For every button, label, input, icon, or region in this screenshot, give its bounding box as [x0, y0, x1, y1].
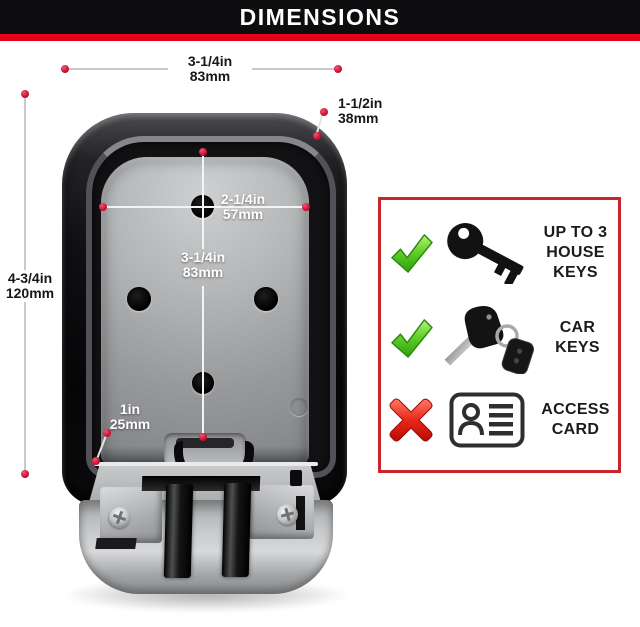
dim-dot — [21, 470, 29, 478]
header-accent-stripe — [0, 34, 640, 41]
capacity-panel: UP TO 3 HOUSE KEYS — [378, 197, 621, 473]
page-title: DIMENSIONS — [239, 3, 401, 30]
access-card-icon — [439, 392, 535, 448]
door-slot-right — [296, 496, 305, 530]
capacity-row-house-keys: UP TO 3 HOUSE KEYS — [383, 222, 616, 284]
mounting-hole-left — [127, 287, 151, 311]
car-key-icon — [439, 302, 539, 374]
capacity-row-car-keys: CAR KEYS — [383, 302, 616, 374]
header-bar: DIMENSIONS — [0, 0, 640, 34]
dim-dot — [199, 433, 207, 441]
dim-dot — [302, 203, 310, 211]
dim-dot — [99, 203, 107, 211]
dim-label-inner-height: 3-1/4in 83mm — [180, 249, 226, 280]
check-icon — [383, 232, 439, 274]
plate-emboss-detail — [290, 398, 308, 416]
dim-label-lip-depth: 1in 25mm — [109, 401, 151, 432]
dim-label-inner-width: 2-1/4in 57mm — [220, 191, 266, 222]
mounting-hole-right — [254, 287, 278, 311]
cross-icon — [383, 397, 439, 443]
dim-dot — [92, 457, 100, 465]
dim-label-outer-height: 4-3/4in 120mm — [0, 270, 60, 302]
capacity-label: ACCESS CARD — [541, 401, 610, 438]
dim-line-inner-height-lower — [202, 286, 204, 438]
dim-dot — [313, 132, 321, 140]
dim-label-top-depth: 1-1/2in 38mm — [338, 95, 383, 126]
door-nub-right — [290, 470, 302, 486]
dim-line-inner-width — [103, 206, 307, 208]
dim-label-top-width: 3-1/4in 83mm — [168, 53, 252, 85]
shutter-bar-right — [221, 483, 252, 577]
dim-line-inner-height-upper — [202, 152, 204, 249]
dim-dot — [334, 65, 342, 73]
door-slot-left — [95, 538, 137, 549]
check-icon — [383, 317, 439, 359]
house-key-icon — [439, 222, 535, 284]
dim-dot — [21, 90, 29, 98]
capacity-label: CAR KEYS — [555, 319, 600, 356]
deck-highlight-edge — [94, 462, 318, 466]
dim-dot — [103, 429, 111, 437]
dim-dot — [320, 108, 328, 116]
dim-dot — [61, 65, 69, 73]
capacity-label: UP TO 3 HOUSE KEYS — [543, 224, 608, 281]
capacity-row-access-card: ACCESS CARD — [383, 392, 616, 448]
dim-dot — [199, 148, 207, 156]
shutter-bar-left — [163, 484, 194, 578]
